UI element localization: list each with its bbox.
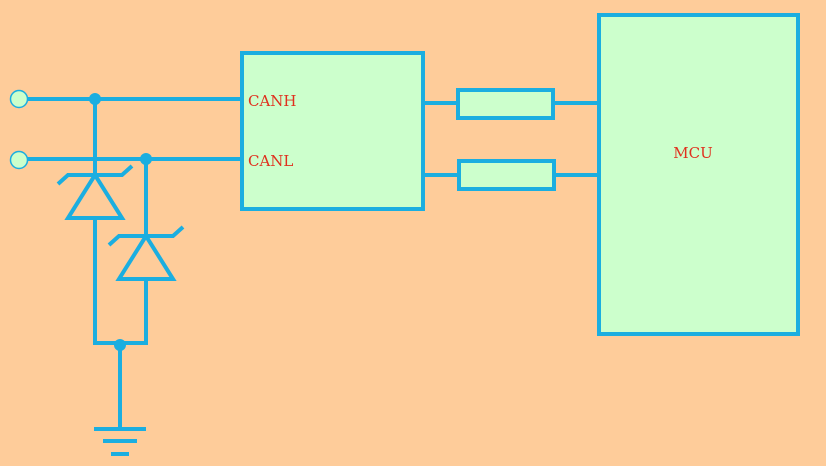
ground-symbol [94, 427, 146, 456]
tvs-diode-2-bar [107, 225, 185, 247]
canh-terminal [9, 89, 29, 109]
junction-dots [89, 93, 152, 351]
junction-dot-canh [89, 93, 101, 105]
tvs-diode-2 [107, 225, 185, 281]
rxd-resistor [457, 159, 556, 191]
junction-dot-ground [114, 339, 126, 351]
mcu-label: MCU [673, 144, 712, 162]
mcu-block [597, 13, 800, 336]
canl-terminal [9, 150, 29, 170]
can-transceiver-block [240, 51, 425, 211]
wires [26, 97, 601, 430]
bus-terminals [9, 89, 29, 170]
canl-pin-label: CANL [248, 152, 293, 170]
tvs-diode-1 [56, 164, 134, 220]
tvs-diode-2-triangle [115, 232, 177, 281]
canh-pin-label: CANH [248, 92, 297, 110]
tvs-diode-1-bar [56, 164, 134, 186]
junction-dot-canl [140, 153, 152, 165]
tvs-diode-1-triangle [64, 171, 126, 220]
txd-resistor [456, 88, 555, 120]
